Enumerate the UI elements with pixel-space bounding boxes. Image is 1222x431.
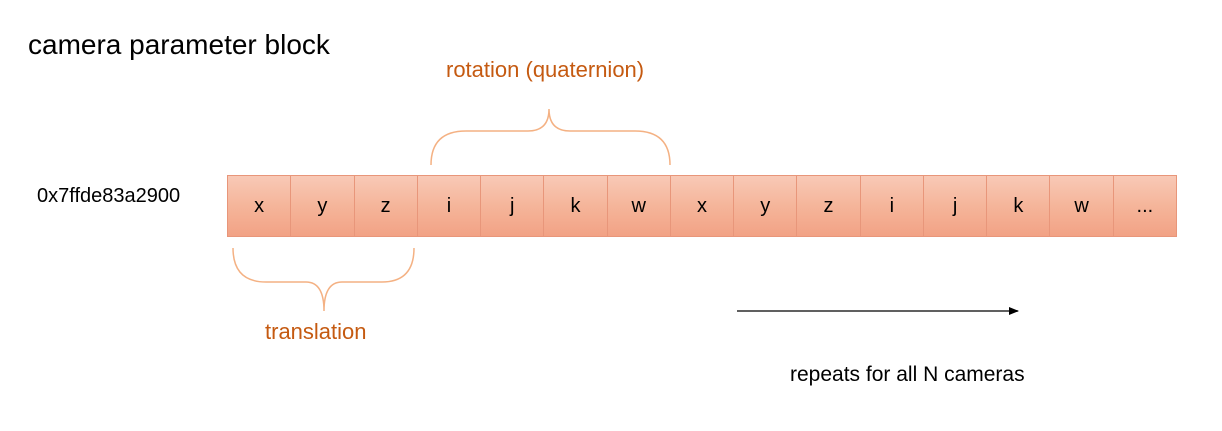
translation-brace [232, 247, 415, 312]
memory-address: 0x7ffde83a2900 [37, 185, 181, 207]
parameter-cell: x [669, 175, 735, 237]
diagram-title: camera parameter block [28, 29, 330, 60]
parameter-cell: x [227, 175, 292, 237]
repeat-note: repeats for all N cameras [790, 363, 1025, 386]
parameter-cell: k [543, 175, 608, 237]
parameter-cell: z [796, 175, 861, 237]
parameter-cell: j [480, 175, 545, 237]
parameter-cell: k [986, 175, 1051, 237]
parameter-cell: y [733, 175, 798, 237]
parameter-cell: w [1049, 175, 1114, 237]
rotation-label: rotation (quaternion) [446, 57, 645, 82]
parameter-cell: y [290, 175, 355, 237]
parameter-cell: ... [1112, 175, 1177, 237]
parameter-cell: i [859, 175, 924, 237]
parameter-cell: j [922, 175, 988, 237]
parameter-cell: z [353, 175, 418, 237]
parameter-cell: w [606, 175, 671, 237]
parameter-cell: i [416, 175, 482, 237]
translation-label: translation [265, 319, 367, 344]
rotation-brace [430, 108, 671, 166]
